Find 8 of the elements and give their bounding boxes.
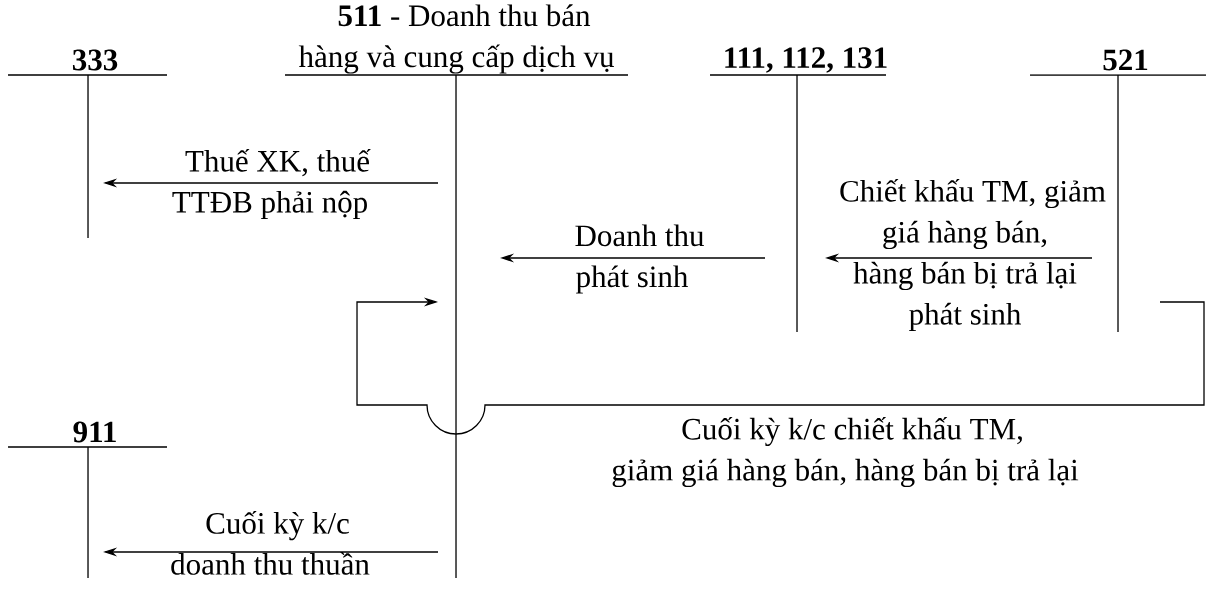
edge-label: Doanh thu phát sinh bbox=[575, 224, 704, 294]
edge-label: Chiết khấu TM, giảm giá hàng bán, hàng bán bị trả lại phát sinh bbox=[840, 178, 1106, 331]
edge-label: Cuối kỳ k/c chiết khấu TM, giảm giá hàng bán, hàng bán bị trả lại bbox=[612, 416, 1079, 488]
t-account: 911 bbox=[7, 421, 168, 579]
arrow bbox=[356, 297, 1205, 435]
t-account: 333 bbox=[7, 49, 168, 239]
edge-label: Cuối kỳ k/c doanh thu thuần bbox=[171, 511, 370, 575]
edge-label: Thuế XK, thuế TTĐB phải nộp bbox=[172, 148, 371, 219]
